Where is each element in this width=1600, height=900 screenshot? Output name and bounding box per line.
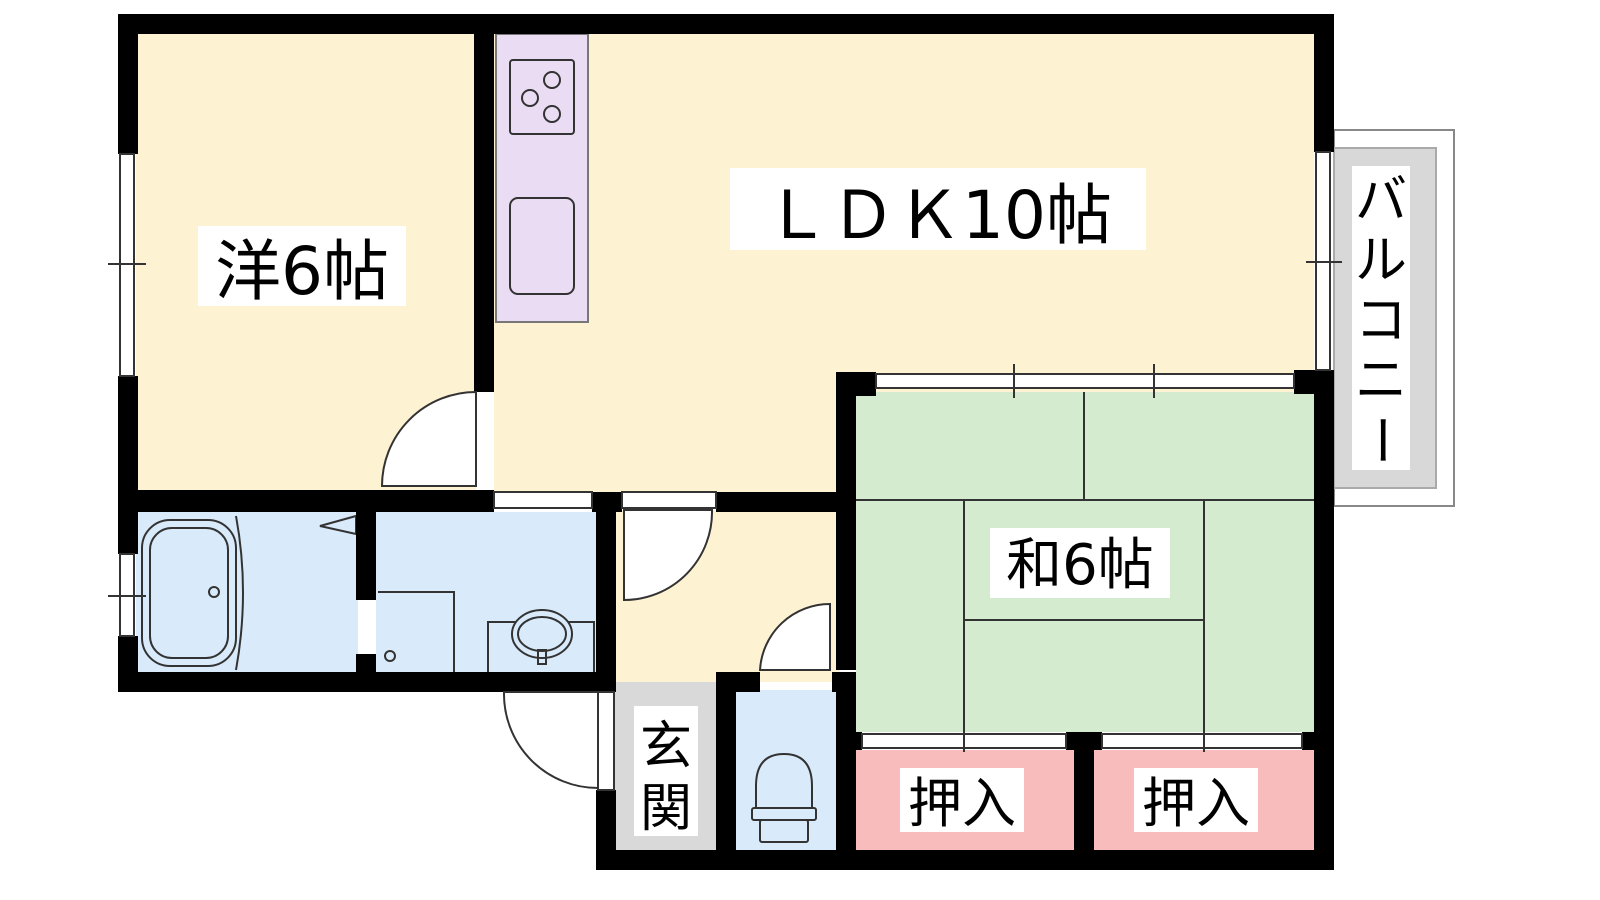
entrance-label-bg bbox=[634, 706, 698, 836]
ldk-label: ＬＤＫ10帖 bbox=[764, 177, 1112, 254]
bathtub-icon bbox=[141, 519, 237, 667]
entrance-door-icon bbox=[502, 691, 599, 790]
bath-floor bbox=[136, 512, 358, 674]
basin-icon bbox=[511, 609, 573, 659]
stove-plate bbox=[509, 59, 575, 135]
balcony-char: ニ bbox=[1355, 351, 1407, 411]
hall-door-icon bbox=[623, 509, 714, 602]
window-tick-marks bbox=[108, 261, 1342, 752]
balcony-label-bg bbox=[1352, 166, 1410, 470]
bath-drain-icon bbox=[208, 586, 220, 598]
western-room-label: 洋6帖 bbox=[215, 233, 389, 310]
closet-right-label: 押入 bbox=[1142, 772, 1250, 835]
tatami-lines bbox=[856, 392, 1314, 732]
closet-left-label-bg bbox=[900, 768, 1024, 832]
western-room-door-icon bbox=[380, 390, 477, 487]
balcony-char: ル bbox=[1355, 231, 1407, 291]
toilet-door-icon bbox=[758, 602, 831, 671]
faucet-icon bbox=[537, 649, 547, 665]
balcony-char: ー bbox=[1350, 414, 1410, 466]
toilet-icon bbox=[751, 752, 817, 843]
closet-right-label-bg bbox=[1134, 768, 1258, 832]
bathtub-inner-icon bbox=[149, 527, 229, 659]
laundry-drain-icon bbox=[384, 650, 396, 662]
japanese-room-label: 和6帖 bbox=[1006, 533, 1154, 598]
entrance-label-bottom: 関 bbox=[640, 779, 692, 839]
ldk-label-bg bbox=[730, 168, 1146, 250]
sink-icon bbox=[509, 197, 575, 295]
balcony-char: コ bbox=[1355, 291, 1407, 351]
closet-left-label: 押入 bbox=[908, 772, 1016, 835]
laundry-space-icon bbox=[378, 591, 455, 672]
japanese-label-bg bbox=[990, 528, 1170, 598]
door-swings bbox=[380, 390, 831, 790]
western-label-bg bbox=[198, 226, 406, 306]
entrance-label-top: 玄 bbox=[640, 717, 692, 777]
burner-icon bbox=[521, 71, 561, 123]
balcony-char: バ bbox=[1355, 171, 1407, 231]
walls bbox=[118, 14, 1334, 870]
bath-curtain-icon bbox=[235, 515, 244, 671]
toilet-floor bbox=[734, 690, 836, 850]
balcony-label: バ ル コ ニ ー bbox=[1350, 171, 1410, 466]
